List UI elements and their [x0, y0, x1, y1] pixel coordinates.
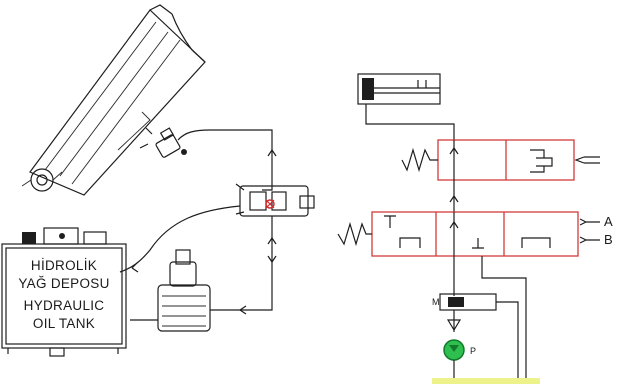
- spring-lower: [337, 221, 372, 247]
- port-a-label: A: [604, 214, 613, 229]
- flow-arrow-upper: [267, 149, 277, 157]
- hydraulic-oil-tank: HİDROLİK YAĞ DEPOSU HYDRAULIC OIL TANK: [1, 227, 127, 357]
- control-valve-pictorial: [235, 183, 315, 217]
- lower-directional-valve: A B: [337, 211, 613, 257]
- tank-label-line3: HYDRAULIC: [24, 298, 105, 313]
- rotary-coupler: [139, 127, 187, 158]
- tank-label-line1: HİDROLİK: [31, 258, 97, 273]
- pressure-line-pictorial: [210, 216, 273, 311]
- pilot-arrow-a: [579, 218, 600, 226]
- spring-upper: [401, 147, 438, 173]
- return-line-symbol: [481, 256, 527, 384]
- pump-symbol: P: [443, 339, 476, 384]
- tank-label-line2: YAĞ DEPOSU: [18, 276, 109, 291]
- tank-label-line4: OIL TANK: [33, 316, 95, 331]
- relief-valve-symbol: M: [432, 293, 497, 332]
- pump-label: P: [470, 346, 476, 356]
- tank-flow-band: [432, 378, 540, 384]
- tipper-body: [29, 4, 206, 196]
- pictorial-circuit: HİDROLİK YAĞ DEPOSU HYDRAULIC OIL TANK: [1, 4, 315, 357]
- port-b-label: B: [604, 232, 613, 247]
- hinge-roller: [21, 168, 63, 192]
- gear-pump-pictorial: [130, 249, 211, 332]
- hose-upper: [177, 129, 273, 191]
- return-hose-pictorial: [119, 205, 241, 273]
- relief-marker-label: M: [432, 297, 440, 307]
- pilot-arrow-b: [579, 236, 600, 244]
- upper-directional-valve: [401, 139, 600, 181]
- schematic-circuit: A B M P: [337, 73, 613, 384]
- hydraulic-cylinder-symbol: [357, 73, 455, 140]
- relief-return-line: [496, 301, 519, 384]
- pilot-arrow-upper: [574, 156, 600, 164]
